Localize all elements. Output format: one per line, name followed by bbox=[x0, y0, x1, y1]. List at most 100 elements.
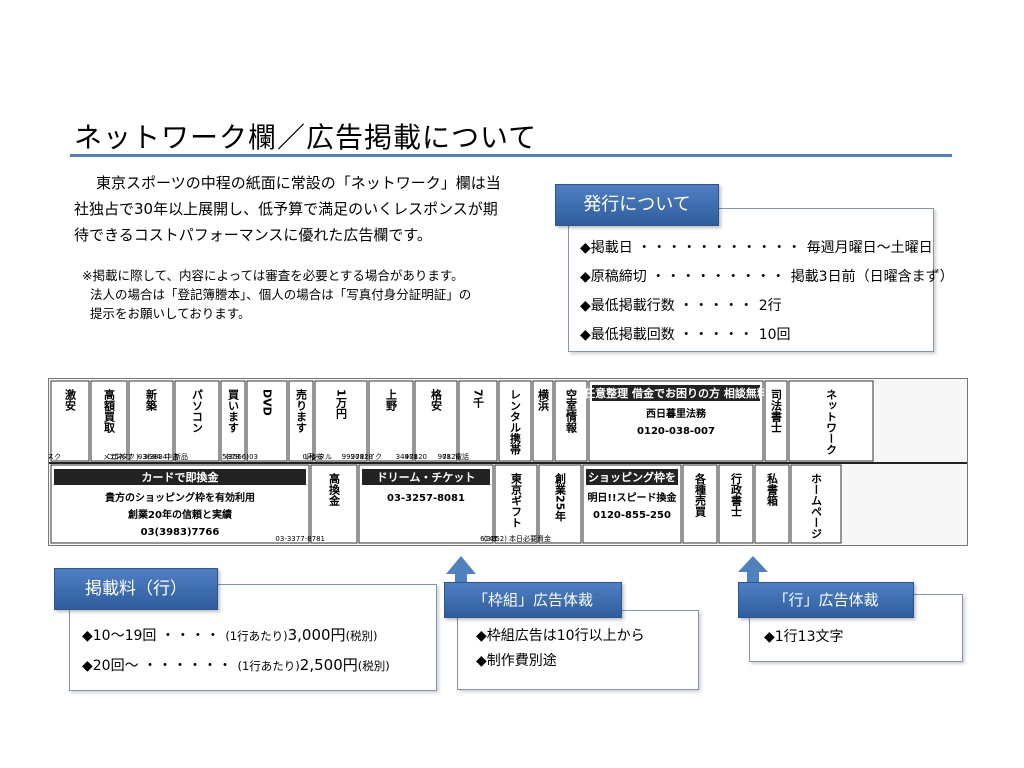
frame-ad-list: ◆枠組広告は10行以上から ◆制作費別途 bbox=[476, 624, 645, 674]
leader-dots: ・・・・・・ bbox=[143, 658, 234, 674]
frame-ad-tab-label: 「枠組」広告体裁 bbox=[444, 582, 622, 618]
note-line: 提示をお願いしております。 bbox=[90, 306, 251, 321]
ad-line: 格安 bbox=[309, 452, 323, 461]
ad-title: 高額買取 bbox=[103, 388, 117, 434]
issue-value: 10回 bbox=[758, 327, 791, 343]
issue-list: ◆掲載日 ・・・・・・・・・・・ 毎週月曜日～土曜日 ◆原稿締切 ・・・・・・・… bbox=[580, 234, 954, 350]
ad-line: 03-3377-8781 bbox=[275, 535, 325, 543]
ad-title: 私書箱 bbox=[766, 472, 779, 507]
ad-title: 売ります bbox=[295, 388, 308, 433]
ad-kaimasu: 買います bbox=[220, 380, 246, 462]
issue-row-min-lines: ◆最低掲載行数 ・・・・・ 2行 bbox=[580, 292, 954, 321]
line-ad-list: ◆1行13文字 bbox=[764, 626, 844, 646]
ad-title: 行政書士 bbox=[730, 472, 744, 517]
issue-value: 2行 bbox=[758, 298, 782, 314]
ad-line: ドデスク bbox=[49, 452, 61, 461]
price-amount: 2,500円 bbox=[299, 656, 358, 674]
ad-line: 0120 bbox=[442, 453, 460, 461]
ad-kakushu: 各種売買 bbox=[682, 464, 718, 544]
ad-line: メガネ bbox=[103, 452, 124, 461]
ad-line: 西日暮里法務 bbox=[646, 407, 707, 420]
price-label: ◆10～19回 bbox=[82, 628, 157, 644]
line-ad-tab-label: 「行」広告体裁 bbox=[738, 582, 914, 618]
ad-line: 0120-038-007 bbox=[637, 426, 715, 437]
ad-line: 創業20年の信頼と実績 bbox=[127, 508, 232, 521]
frame-ad-box bbox=[457, 610, 699, 690]
issue-value: 掲載3日前（日曜含まず） bbox=[790, 269, 954, 285]
ad-line: 明日!!スピード換金 bbox=[587, 491, 677, 504]
price-row: ◆10～19回 ・・・・ (1行あたり)3,000円(税別) bbox=[82, 620, 390, 650]
ad-title: パソコン bbox=[191, 389, 204, 433]
price-unit: (1行あたり) bbox=[225, 629, 288, 643]
ad-title: 司法書士 bbox=[770, 389, 783, 433]
ad-line: 貴方のショッピング枠を有効利用 bbox=[105, 491, 255, 504]
ad-line: 03(3983)7766 bbox=[141, 527, 220, 538]
ad-line: 03(3834) bbox=[138, 453, 170, 461]
ad-line: バイク bbox=[361, 453, 382, 461]
ad-yokohama: 横浜1116 bbox=[532, 380, 554, 462]
price-row: ◆20回～ ・・・・・・ (1行あたり)2,500円(税別) bbox=[82, 650, 390, 680]
ad-line: 344 bbox=[396, 453, 410, 461]
ad-title: 各種売買 bbox=[694, 472, 708, 518]
ad-line: 中古 bbox=[165, 452, 179, 461]
price-tax: (税別) bbox=[345, 629, 378, 643]
ad-title: ドリーム・チケット bbox=[377, 471, 476, 484]
title-underline bbox=[70, 154, 952, 157]
ad-line: 5878 bbox=[222, 453, 240, 461]
issue-label: ◆最低掲載回数 bbox=[580, 327, 675, 343]
frame-ad-row: ◆制作費別途 bbox=[476, 653, 557, 669]
ad-title: 激安 bbox=[64, 388, 77, 412]
intro-line: 東京スポーツの中程の紙面に常設の「ネットワーク」欄は当 bbox=[96, 174, 501, 192]
ad-line: コンタクト bbox=[107, 452, 142, 461]
ad-title: DVD bbox=[261, 389, 274, 416]
note-line: 法人の場合は「登記簿謄本」、個人の場合は「写真付身分証明証」の bbox=[90, 287, 472, 302]
ad-title: 7千 bbox=[472, 389, 485, 408]
ad-line: 992 bbox=[342, 453, 355, 461]
page-title: ネットワーク欄／広告掲載について bbox=[74, 121, 538, 154]
issue-row-deadline: ◆原稿締切 ・・・・・・・・・ 掲載3日前（日曜含まず） bbox=[580, 263, 954, 292]
ad-line: (3252) bbox=[484, 535, 508, 543]
issue-value: 毎週月曜日～土曜日 bbox=[806, 240, 933, 256]
ad-title: ショッピング枠を bbox=[588, 470, 676, 484]
ad-urimasu: 売ります bbox=[288, 380, 314, 462]
issue-row-min-count: ◆最低掲載回数 ・・・・・ 10回 bbox=[580, 321, 954, 350]
price-unit: (1行あたり) bbox=[237, 659, 300, 673]
ad-gyousei: 行政書士 bbox=[718, 464, 754, 544]
ad-line: 03-3257-8081 bbox=[387, 493, 465, 504]
ad-gekiyasu: 激安ドデスクパソコン全国配達03(3835) bbox=[49, 380, 90, 462]
ad-title: 創業25年 bbox=[554, 472, 568, 522]
issue-label: ◆原稿締切 bbox=[580, 269, 647, 285]
ad-dream: ドリーム・チケット 03-3257-8081 bbox=[358, 464, 494, 544]
note-line: ※掲載に際して、内容によっては審査を必要とする場合があります。 bbox=[82, 268, 464, 283]
ad-tokyo-gift: 東京ギフト(3252)6141 bbox=[480, 464, 538, 544]
ad-line: 0120 bbox=[355, 453, 373, 461]
issue-label: ◆最低掲載行数 bbox=[580, 298, 675, 314]
ad-kuushitsu: 空室情報 bbox=[554, 380, 588, 462]
ad-line: 0円 bbox=[303, 453, 314, 461]
ad-line: 978 bbox=[351, 453, 364, 461]
ad-line: 03 bbox=[249, 453, 258, 461]
ad-strip-image: 激安ドデスクパソコン全国配達03(3835)高額買取ベースギターアンプ新築コンタ… bbox=[49, 379, 967, 545]
ad-line: レンタル bbox=[304, 452, 332, 461]
price-list: ◆10～19回 ・・・・ (1行あたり)3,000円(税別) ◆20回～ ・・・… bbox=[82, 620, 390, 680]
ad-title: 上野 bbox=[385, 388, 398, 412]
ad-line: 本日必要資金 bbox=[509, 534, 551, 543]
ad-kougaku: 高額買取ベースギターアンプ bbox=[90, 380, 128, 462]
ad-title: 1万円 bbox=[335, 389, 349, 419]
leader-dots: ・・・・・・・・・・・ bbox=[637, 240, 803, 256]
ad-line: 0120 bbox=[409, 453, 427, 461]
issue-row-publish-day: ◆掲載日 ・・・・・・・・・・・ 毎週月曜日～土曜日 bbox=[580, 234, 954, 263]
ad-title: カードで即換金 bbox=[142, 470, 220, 484]
ad-title: ネットワーク bbox=[825, 389, 838, 455]
ad-title: 格安 bbox=[430, 388, 443, 412]
